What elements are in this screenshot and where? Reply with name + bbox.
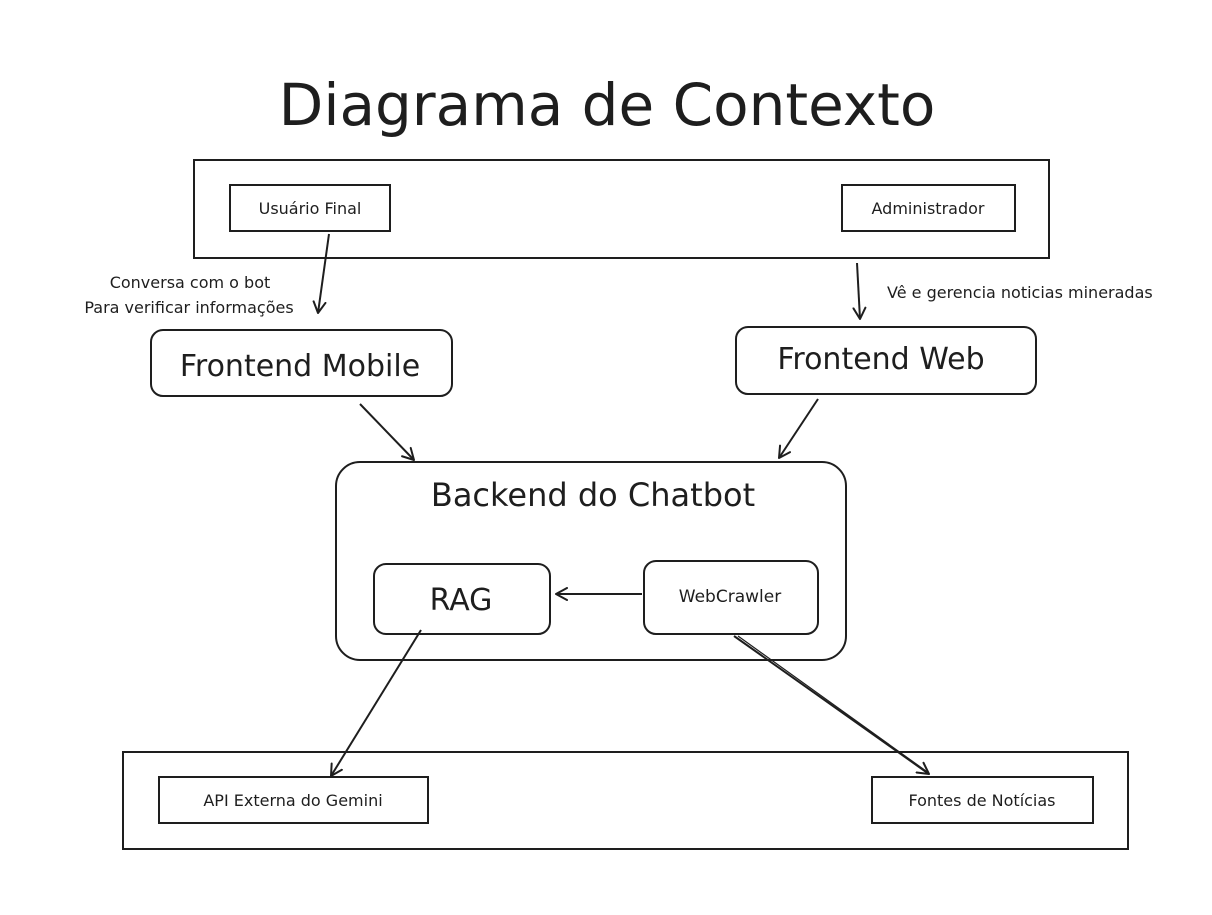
external-systems-container — [122, 751, 1129, 850]
arrow-mobile-to-backend — [359, 403, 415, 461]
rag-module: RAG — [373, 563, 551, 635]
arrow-web-to-backend — [778, 398, 819, 459]
external-news-sources-label: Fontes de Notícias — [908, 791, 1055, 810]
arrow-webcrawler-to-news-sketch — [737, 635, 927, 772]
frontend-web-label: Frontend Web — [777, 342, 984, 377]
actor-end-user: Usuário Final — [229, 184, 391, 232]
arrow-rag-to-gemini — [330, 629, 422, 777]
external-gemini-api: API Externa do Gemini — [158, 776, 429, 824]
external-gemini-api-label: API Externa do Gemini — [203, 791, 382, 810]
edge-label-user-line1: Conversa com o bot — [110, 273, 271, 292]
diagram-title: Diagrama de Contexto — [279, 71, 936, 139]
arrow-admin-to-web — [852, 262, 867, 320]
edge-label-admin: Vê e gerencia noticias mineradas — [887, 283, 1153, 302]
actor-admin: Administrador — [841, 184, 1016, 232]
webcrawler-module-label: WebCrawler — [679, 587, 781, 607]
frontend-web: Frontend Web — [735, 326, 1037, 395]
arrow-user-to-mobile — [312, 233, 330, 314]
webcrawler-module: WebCrawler — [643, 560, 819, 635]
frontend-mobile-label: Frontend Mobile — [180, 349, 420, 384]
external-news-sources: Fontes de Notícias — [871, 776, 1094, 824]
edge-label-user-line2: Para verificar informações — [84, 298, 293, 317]
actor-end-user-label: Usuário Final — [259, 199, 362, 218]
rag-module-label: RAG — [430, 583, 493, 618]
backend-chatbot-label: Backend do Chatbot — [431, 476, 755, 514]
frontend-mobile: Frontend Mobile — [150, 329, 453, 397]
actors-container — [193, 159, 1050, 259]
backend-chatbot: Backend do Chatbot — [335, 461, 847, 661]
arrow-webcrawler-to-news — [733, 635, 930, 775]
actor-admin-label: Administrador — [872, 199, 985, 218]
